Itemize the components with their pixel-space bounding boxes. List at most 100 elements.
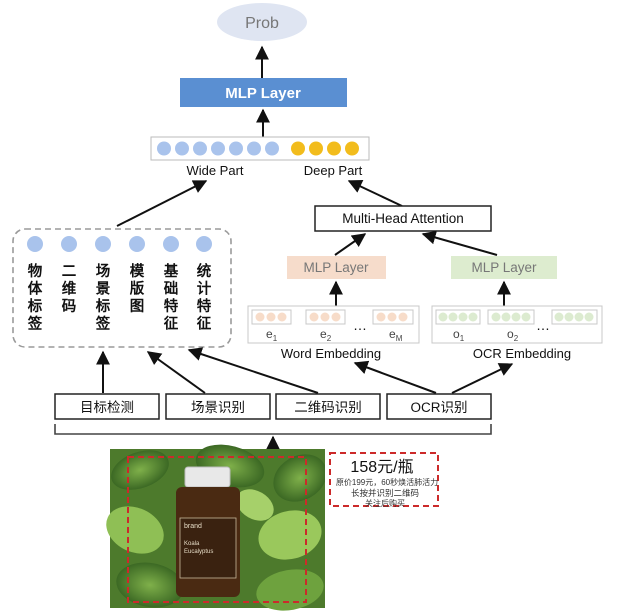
wide-dot xyxy=(247,141,261,156)
object-detection-frame xyxy=(127,456,307,603)
arrow-ocr-mlp-to-attention xyxy=(421,230,498,256)
wide-part-label: Wide Part xyxy=(186,163,243,178)
word-dot xyxy=(266,312,276,322)
feature-dot xyxy=(129,236,145,252)
feature-dots xyxy=(27,236,212,252)
feature-label: 模版图 xyxy=(130,262,145,315)
ocr-mlp-box xyxy=(451,256,557,279)
bottle-brand: brand xyxy=(184,523,202,530)
product-text-line-1: 原价199元，60秒焕活肺活力 xyxy=(336,477,438,487)
feature-label: 统计特征 xyxy=(197,262,212,333)
detector-label-ocr: OCR识别 xyxy=(411,400,468,415)
prob-label: Prob xyxy=(245,15,279,32)
leaf xyxy=(236,489,274,521)
ocr-ellipsis: … xyxy=(536,317,550,333)
ocr-token-o2-label: o2 xyxy=(507,327,519,343)
word-dot xyxy=(320,312,330,322)
mlp-layer-top-box xyxy=(180,78,347,107)
wide-dot xyxy=(193,141,207,156)
bottle-name-1: Koala xyxy=(184,541,200,547)
detector-label-qrcode: 二维码识别 xyxy=(294,400,362,415)
wide-dot xyxy=(157,141,171,156)
deep-dot xyxy=(345,141,359,156)
word-mlp-label: MLP Layer xyxy=(303,260,369,275)
product-ad-image: brand Koala Eucalyptus 158元/瓶 原价199元，60秒… xyxy=(106,444,456,611)
feature-dot xyxy=(27,236,43,252)
deep-dot xyxy=(309,141,323,156)
bottle-cap xyxy=(184,466,231,488)
leaf xyxy=(273,454,327,502)
word-token-e2-label: e2 xyxy=(320,327,332,343)
arrow-ocr-to-word-emb xyxy=(353,360,437,394)
ocr-embedding-label: OCR Embedding xyxy=(473,346,571,361)
arrow-attention-to-deep xyxy=(347,180,403,207)
ocr-detection-frame xyxy=(329,452,439,507)
ocr-dot xyxy=(458,312,468,322)
wide-dot xyxy=(211,141,225,156)
arrow-word-mlp-to-attention xyxy=(334,233,367,256)
mlp-layer-top-label: MLP Layer xyxy=(225,85,301,102)
word-ellipsis: … xyxy=(353,317,367,333)
word-dot xyxy=(331,312,341,322)
ocr-dot xyxy=(438,312,448,322)
deep-part-label: Deep Part xyxy=(304,163,363,178)
ocr-dot xyxy=(584,312,594,322)
word-embedding-label: Word Embedding xyxy=(281,346,381,361)
wide-dot xyxy=(229,141,243,156)
word-embedding-tokens xyxy=(251,309,414,325)
arrow-ocr-to-ocr-emb xyxy=(451,363,514,394)
wide-deep-dots xyxy=(157,141,359,156)
feature-dot xyxy=(163,236,179,252)
word-token-eM-label: eM xyxy=(389,327,403,343)
leaf xyxy=(111,450,169,490)
ocr-mlp-label: MLP Layer xyxy=(471,260,537,275)
word-dot xyxy=(309,312,319,322)
bottle-name-2: Eucalyptus xyxy=(184,549,213,555)
prob-ellipse xyxy=(217,3,307,41)
word-dot xyxy=(376,312,386,322)
ocr-dot xyxy=(554,312,564,322)
leaf xyxy=(106,506,164,554)
bottle: brand Koala Eucalyptus xyxy=(176,466,240,597)
ocr-token-o1 xyxy=(435,309,481,325)
bottle-label xyxy=(179,517,237,579)
arrow-features-to-wide xyxy=(116,180,208,227)
product-right-panel xyxy=(325,449,456,608)
feature-label: 二维码 xyxy=(62,264,77,315)
detector-label-scene: 场景识别 xyxy=(191,400,245,415)
deep-dot xyxy=(291,141,305,156)
ocr-embedding-tokens xyxy=(435,309,598,325)
arrow-scene-to-features xyxy=(146,351,206,394)
product-text-line-3: 关注后购买 xyxy=(365,498,405,508)
word-mlp-box xyxy=(287,256,386,279)
feature-label: 物体标签 xyxy=(27,262,43,333)
word-dot xyxy=(387,312,397,322)
detector-box-object xyxy=(54,393,160,420)
word-dot xyxy=(255,312,265,322)
attention-box xyxy=(314,205,492,232)
feature-dot xyxy=(196,236,212,252)
word-dot xyxy=(398,312,408,322)
feature-dot xyxy=(95,236,111,252)
ocr-dot xyxy=(564,312,574,322)
arrow-qrcode-to-features xyxy=(187,347,319,394)
deep-dot xyxy=(327,141,341,156)
ocr-dot xyxy=(501,312,511,322)
detector-label-object: 目标检测 xyxy=(80,400,134,415)
input-bracket xyxy=(54,424,492,435)
feature-label: 场景标签 xyxy=(95,263,111,333)
feature-dot xyxy=(61,236,77,252)
ocr-token-o1-label: o1 xyxy=(453,327,465,343)
detector-box-scene xyxy=(165,393,271,420)
word-token-e1-label: e1 xyxy=(266,327,278,343)
leaf-pattern xyxy=(106,444,327,611)
wide-dot xyxy=(265,141,279,156)
leaf xyxy=(116,562,184,608)
ocr-dot xyxy=(448,312,458,322)
attention-label: Multi-Head Attention xyxy=(342,211,464,226)
word-dot xyxy=(277,312,287,322)
ocr-dot xyxy=(574,312,584,322)
detector-box-qrcode xyxy=(275,393,381,420)
